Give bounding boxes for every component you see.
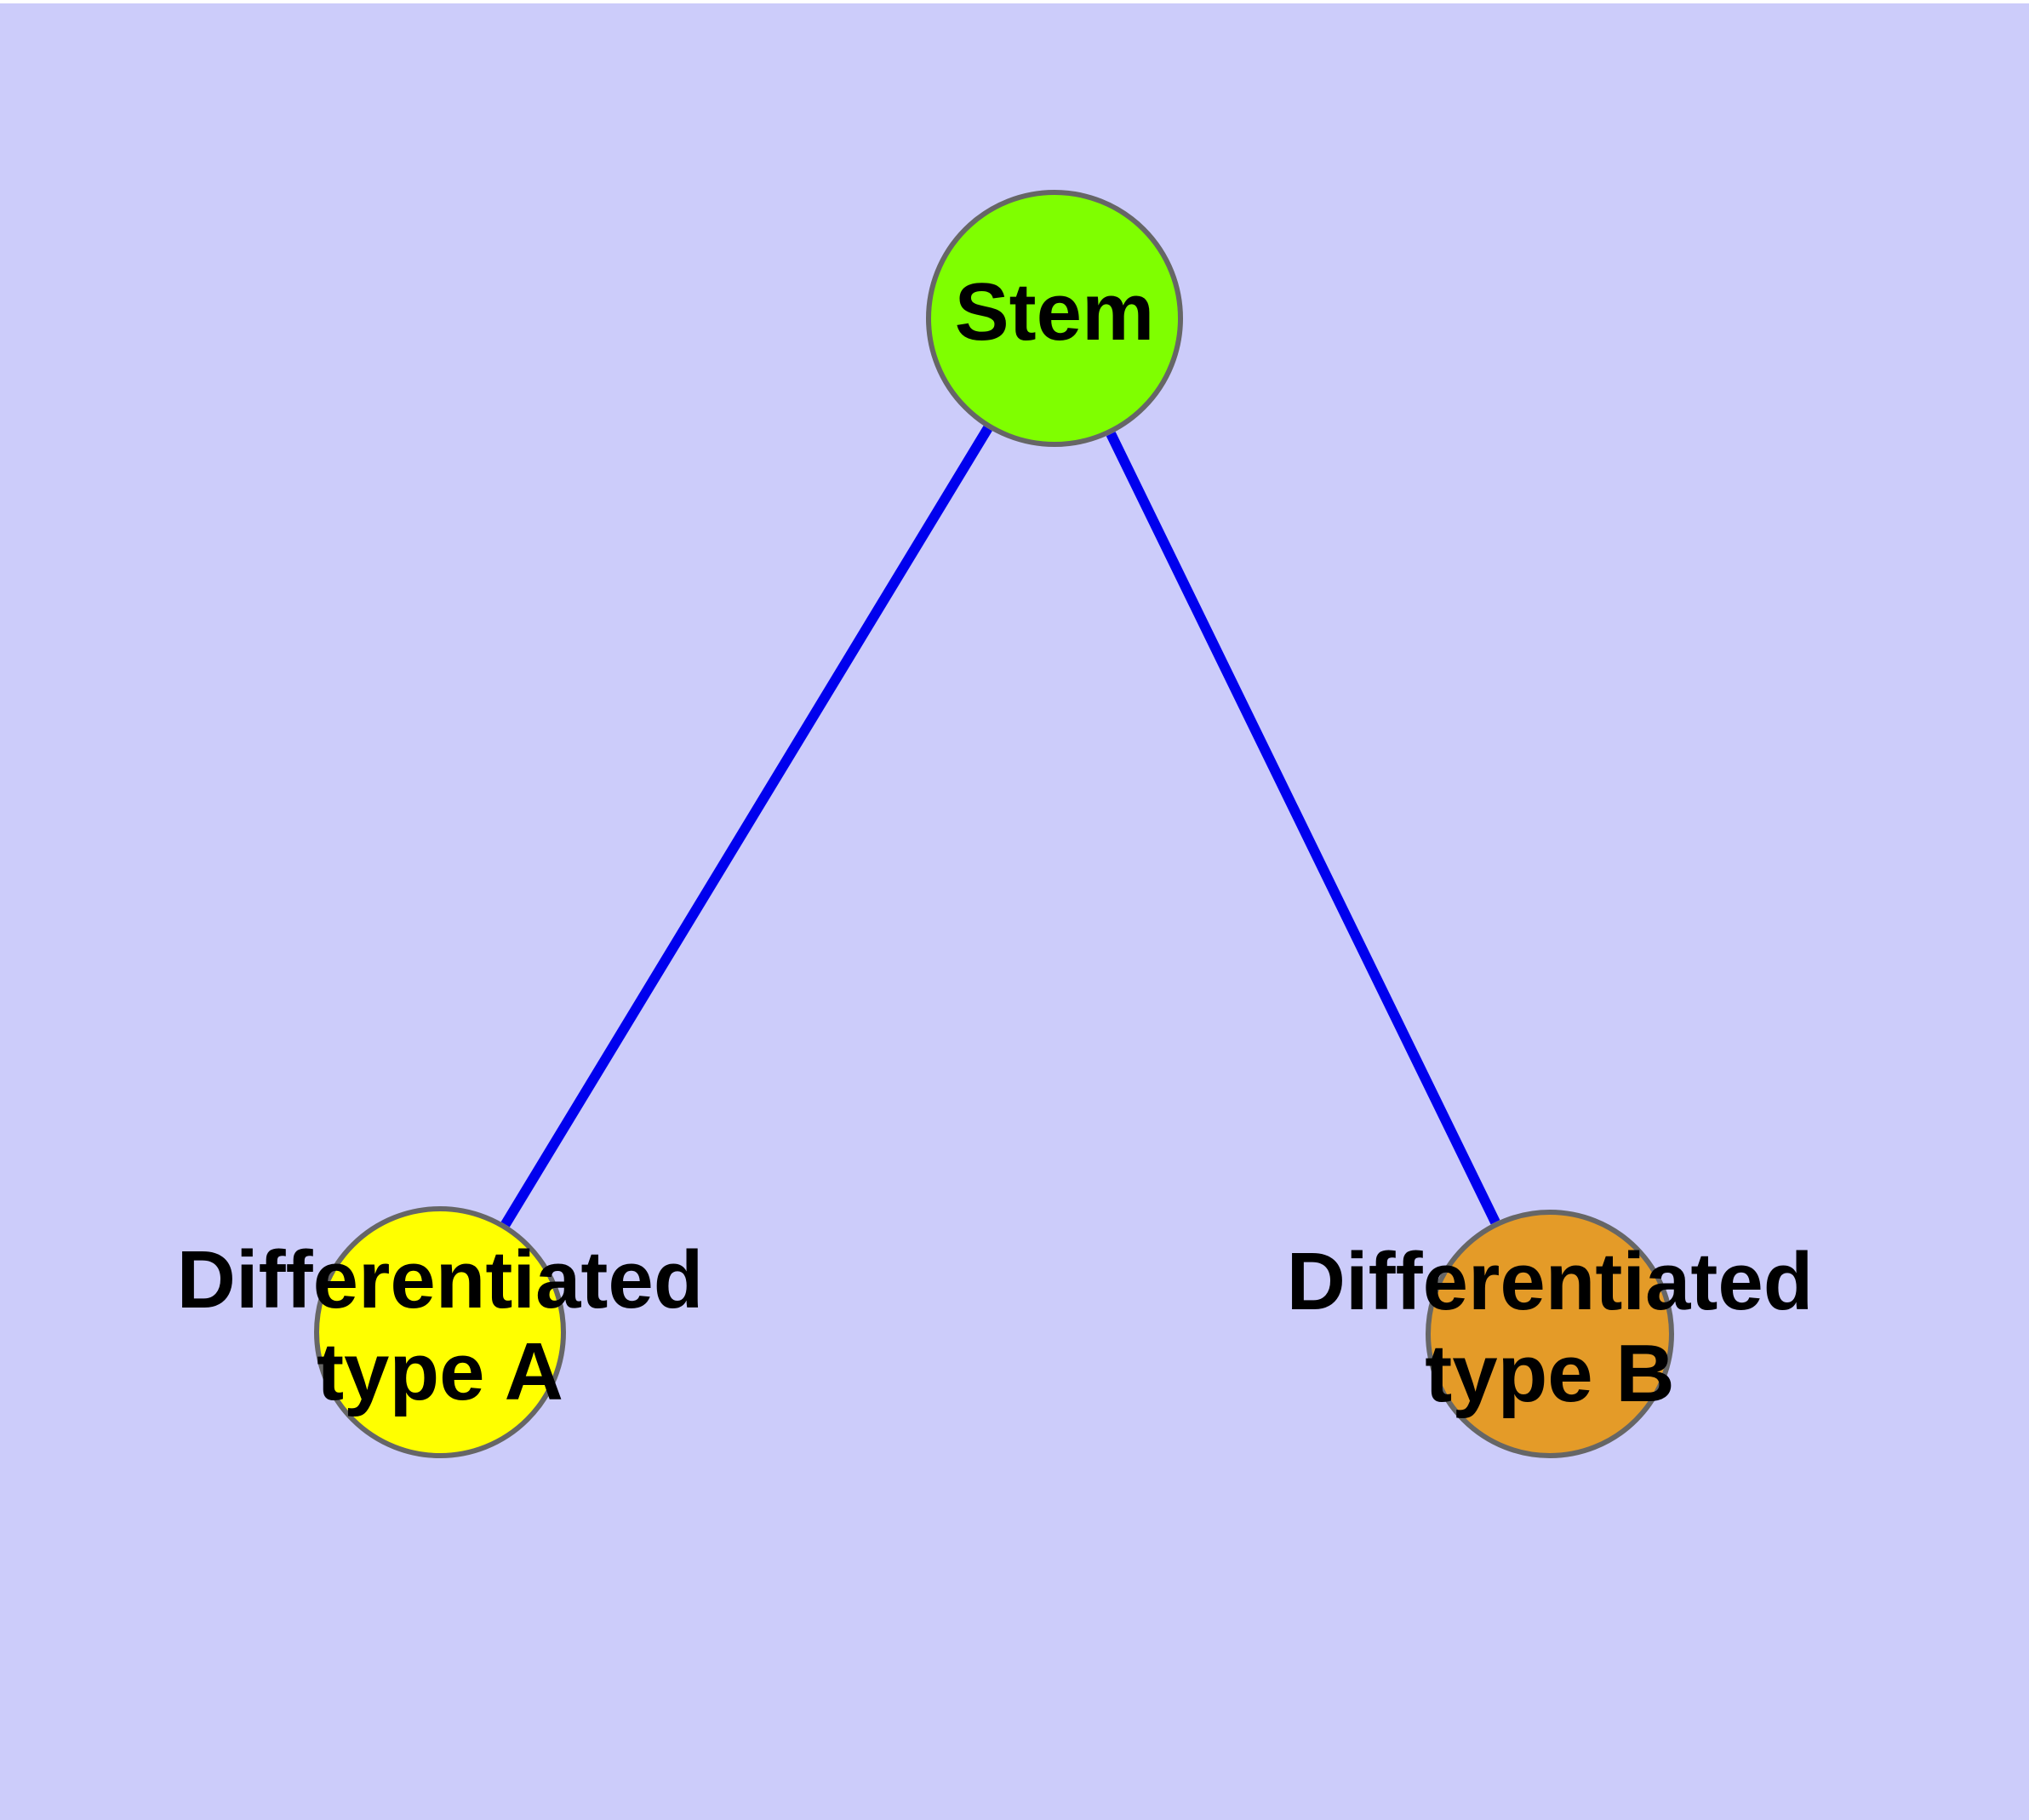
node-label-line: Stem [955, 266, 1155, 358]
node-diff_b[interactable] [1426, 1210, 1674, 1458]
node-label-line: type A [317, 1326, 563, 1417]
node-label-stem: Stem [955, 266, 1155, 358]
node-diff_a[interactable] [314, 1206, 566, 1458]
edge-stem-diff-a[interactable] [500, 426, 992, 1228]
edges-layer [500, 426, 1500, 1228]
node-label-line: type B [1425, 1328, 1674, 1419]
node-label-line: Differentiated [1287, 1237, 1814, 1328]
node-stem[interactable] [926, 190, 1183, 447]
nodes-layer [314, 190, 1674, 1458]
node-label-line: Differentiated [177, 1235, 704, 1326]
edge-stem-diff-b[interactable] [1106, 432, 1500, 1225]
